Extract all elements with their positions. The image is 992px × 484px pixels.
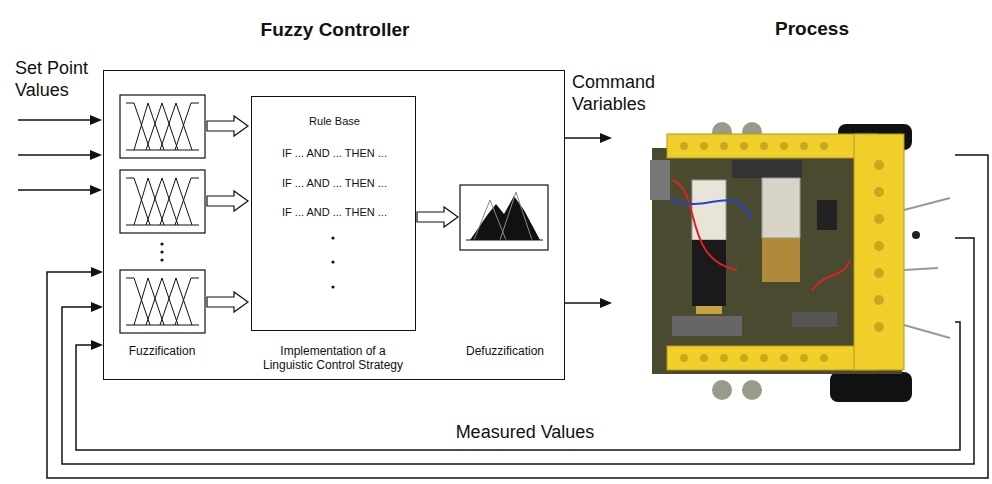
arrow-head xyxy=(90,115,102,125)
connector-line xyxy=(62,238,974,464)
connector-label: Command Variables xyxy=(572,72,677,115)
membership-line xyxy=(474,200,506,240)
controller-box: Fuzzy ControllerRule BaseIF ... AND ... … xyxy=(103,70,565,380)
connector-label: Measured Values xyxy=(440,422,610,444)
stage-label: Defuzzification xyxy=(455,344,555,358)
chip xyxy=(817,200,837,230)
ellipsis-dot xyxy=(160,250,163,253)
connector xyxy=(76,322,960,450)
wire xyxy=(812,260,850,290)
motor xyxy=(762,238,800,282)
arrow-head xyxy=(90,150,102,160)
connector-line xyxy=(47,155,988,478)
arrow-head xyxy=(91,302,103,312)
axis-line xyxy=(466,240,543,241)
frame-beam xyxy=(854,134,904,370)
rule-base-box: Rule Base IF ... AND ... THEN ... IF ... A… xyxy=(251,96,416,331)
arrow-head xyxy=(91,340,103,350)
connector xyxy=(565,133,612,143)
rule-line: IF ... AND ... THEN ... xyxy=(282,147,387,160)
connector-line xyxy=(565,302,602,304)
antenna xyxy=(904,198,950,210)
bracket xyxy=(672,316,742,336)
ellipsis-dot xyxy=(160,242,163,245)
antenna xyxy=(904,325,950,338)
frame-beam xyxy=(667,134,877,158)
ellipsis-dot xyxy=(331,285,334,288)
connector xyxy=(62,238,974,464)
bracket xyxy=(650,160,670,200)
ellipsis-dot xyxy=(160,258,163,261)
sensor xyxy=(912,231,920,239)
bracket xyxy=(792,312,837,327)
input-line xyxy=(18,154,92,156)
block-arrow xyxy=(207,292,248,312)
membership-line xyxy=(500,192,532,240)
membership-box xyxy=(120,170,205,233)
connector xyxy=(565,298,612,308)
process-photo: Process xyxy=(612,120,955,405)
gear xyxy=(742,380,762,400)
gear xyxy=(712,380,732,400)
bracket xyxy=(732,160,802,178)
block-arrow xyxy=(207,191,248,211)
arrow-head xyxy=(600,298,612,308)
box-title: Fuzzy Controller xyxy=(261,19,410,42)
arrow-head xyxy=(91,267,103,277)
motor xyxy=(692,240,726,306)
motor xyxy=(762,178,800,238)
wire xyxy=(670,200,752,220)
defuzzification-box xyxy=(460,185,548,250)
connector xyxy=(47,155,988,478)
rule-line: IF ... AND ... THEN ... xyxy=(282,177,387,190)
defuzz-frame xyxy=(460,185,548,250)
input-line xyxy=(18,189,92,191)
arrow-head xyxy=(600,133,612,143)
robot-photo xyxy=(650,122,950,402)
membership-box xyxy=(120,270,205,333)
motor-end xyxy=(696,306,722,314)
wire xyxy=(672,180,737,270)
stage-label: Fuzzification xyxy=(112,344,212,358)
input-label: Set Point Values xyxy=(15,58,107,101)
rule-line: IF ... AND ... THEN ... xyxy=(282,206,387,219)
connector-line xyxy=(565,137,602,139)
block-arrow xyxy=(417,207,458,227)
box-heading: Rule Base xyxy=(309,115,360,128)
membership-box xyxy=(120,95,205,158)
stage-label: Implementation of a Linguistic Control S… xyxy=(258,344,408,373)
box-title: Process xyxy=(775,18,849,41)
block-arrow xyxy=(207,116,248,136)
antenna xyxy=(904,268,938,270)
connector-line xyxy=(76,322,960,450)
arrow-head xyxy=(90,185,102,195)
frame-beam xyxy=(667,346,877,370)
set-point-arrows xyxy=(18,115,102,195)
ellipsis-dot xyxy=(331,260,334,263)
ellipsis-dot xyxy=(331,236,334,239)
wheel xyxy=(830,372,912,402)
input-line xyxy=(18,119,92,121)
